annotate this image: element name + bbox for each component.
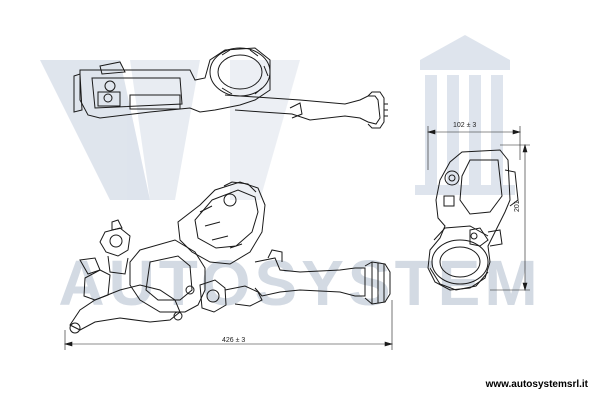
- side-height-label: 201: [514, 200, 521, 212]
- side-width-label: 102 ± 3: [453, 122, 477, 129]
- watermark-brand-text: AUTOSYSTEM: [58, 247, 542, 319]
- side-view: [427, 149, 519, 291]
- website-link[interactable]: www.autosystemsrl.it: [485, 379, 588, 390]
- top-view: [73, 47, 388, 129]
- front-view: [69, 181, 391, 334]
- overall-length-label: 426 ± 3: [222, 337, 246, 344]
- dimension-lines: [63, 126, 530, 350]
